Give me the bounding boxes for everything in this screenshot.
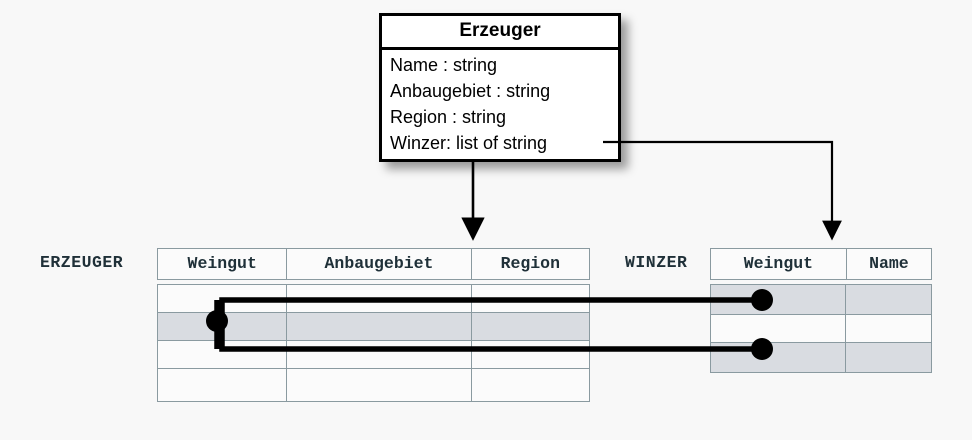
table-cell[interactable]	[287, 285, 472, 312]
uml-class-name: Erzeuger	[382, 16, 618, 50]
column-header-name: Name	[869, 254, 909, 273]
uml-attribute: Region : string	[390, 107, 507, 127]
table-cell[interactable]	[287, 313, 472, 340]
table-row[interactable]	[158, 369, 589, 401]
table-row[interactable]	[711, 285, 931, 315]
column-header-region: Region	[500, 254, 560, 273]
table-cell[interactable]	[711, 285, 847, 314]
table-row[interactable]	[711, 343, 931, 372]
table-row[interactable]	[158, 285, 589, 313]
relation-header-erzeuger: Weingut Anbaugebiet Region	[157, 248, 590, 280]
relation-label-erzeuger: ERZEUGER	[40, 253, 124, 272]
column-header-weingut: Weingut	[158, 249, 288, 279]
connector-winzer-attribute-to-table	[603, 140, 842, 241]
table-row[interactable]	[158, 313, 589, 341]
uml-attribute: Winzer: list of string	[390, 133, 548, 153]
table-cell[interactable]	[711, 343, 847, 372]
table-cell[interactable]	[287, 369, 472, 401]
table-cell[interactable]	[846, 285, 931, 314]
table-cell[interactable]	[472, 369, 589, 401]
uml-attribute-list: Name : string Anbaugebiet : string Regio…	[382, 50, 618, 159]
table-cell[interactable]	[158, 369, 287, 401]
relation-body-winzer	[710, 284, 932, 373]
table-row[interactable]	[711, 315, 931, 343]
column-header-anbaugebiet: Anbaugebiet	[287, 249, 472, 279]
uml-attribute: Anbaugebiet : string	[390, 81, 551, 101]
uml-class-box-erzeuger: Erzeuger Name : string Anbaugebiet : str…	[379, 13, 621, 162]
uml-attribute: Name : string	[390, 55, 498, 75]
relation-header-winzer: Weingut Name	[710, 248, 932, 280]
table-cell[interactable]	[846, 343, 931, 372]
table-cell[interactable]	[158, 285, 287, 312]
table-cell[interactable]	[472, 285, 589, 312]
table-cell[interactable]	[158, 341, 287, 368]
table-cell[interactable]	[846, 315, 931, 342]
relation-label-winzer: WINZER	[625, 253, 688, 272]
table-cell[interactable]	[472, 341, 589, 368]
table-cell[interactable]	[472, 313, 589, 340]
table-cell[interactable]	[711, 315, 847, 342]
column-header-weingut: Weingut	[711, 249, 847, 279]
table-cell[interactable]	[158, 313, 287, 340]
table-row[interactable]	[158, 341, 589, 369]
table-cell[interactable]	[287, 341, 472, 368]
relation-body-erzeuger	[157, 284, 590, 402]
